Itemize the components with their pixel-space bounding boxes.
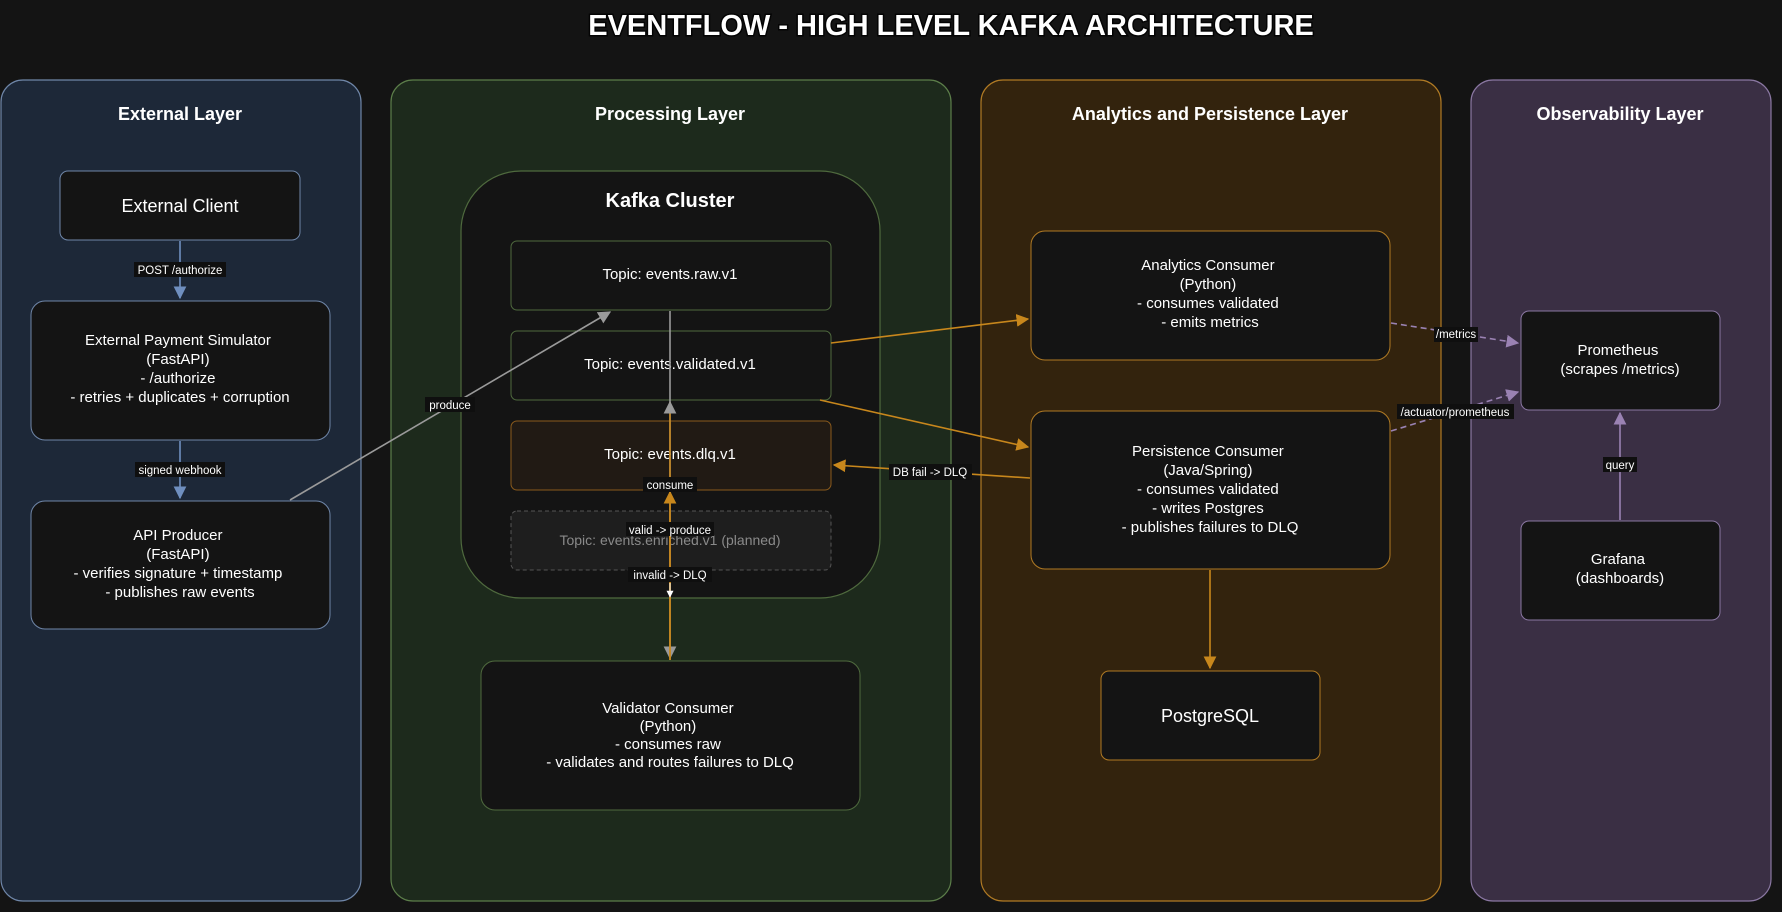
analytics-consumer-node: Analytics Consumer (Python) - consumes v… (1030, 230, 1391, 361)
prometheus-line: Prometheus (1577, 342, 1658, 359)
svg-text:Validator Consumer (Pyth: Validator Consumer (Python) - consumes r… (546, 700, 794, 771)
edge-validated-to-persistence (819, 399, 1030, 451)
edge-label-metrics: /metrics (1434, 327, 1478, 342)
persistence-consumer-line: - writes Postgres (1152, 500, 1264, 517)
edge-label-db-fail-dlq: DB fail -> DLQ (889, 464, 972, 480)
payment-simulator-line: (FastAPI) (146, 351, 209, 368)
persistence-consumer-line: Persistence Consumer (1132, 443, 1284, 460)
svg-text:DB fail -> DLQ: DB fail -> DLQ (893, 467, 968, 479)
persistence-consumer-line: (Java/Spring) (1163, 462, 1252, 479)
validator-consumer-line: - consumes raw (615, 736, 721, 753)
svg-text:POST /authorize: POST /authorize (138, 265, 223, 277)
external-client-node: External Client (59, 170, 301, 241)
svg-text:Analytics Consumer (Pyth: Analytics Consumer (Python) - consumes v… (1137, 257, 1283, 331)
persistence-consumer-node: Persistence Consumer (Java/Spring) - con… (1030, 410, 1391, 570)
lane-observability-title: Observability Layer (1536, 104, 1703, 124)
api-producer-line: API Producer (133, 527, 222, 544)
edge-validated-to-analytics (830, 314, 1030, 344)
validator-consumer-line: - validates and routes failures to DLQ (546, 754, 794, 771)
edge-label-query: query (1603, 457, 1637, 472)
grafana-line: Grafana (1591, 551, 1646, 568)
grafana-line: (dashboards) (1576, 570, 1664, 587)
svg-text:Persistence Consumer (Ja: Persistence Consumer (Java/Spring) - con… (1122, 443, 1299, 536)
postgresql-node: PostgreSQL (1100, 670, 1321, 761)
diagram-title: EVENTFLOW - HIGH LEVEL KAFKA ARCHITECTUR… (588, 10, 1314, 42)
payment-simulator-line: - /authorize (140, 370, 215, 387)
validator-consumer-line: (Python) (640, 718, 697, 735)
lane-processing-title: Processing Layer (595, 104, 745, 124)
svg-text:signed webhook: signed webhook (138, 465, 221, 477)
lane-observability: Observability Layer (1470, 79, 1772, 902)
svg-text:/actuator/prometheus: /actuator/prometheus (1401, 407, 1510, 419)
svg-text:API Producer (FastAPI): API Producer (FastAPI) - verifies signat… (74, 527, 287, 601)
prometheus-line: (scrapes /metrics) (1560, 361, 1679, 378)
validator-consumer-line: Validator Consumer (602, 700, 733, 717)
payment-simulator-line: External Payment Simulator (85, 332, 271, 349)
validator-consumer-node: Validator Consumer (Python) - consumes r… (480, 660, 861, 811)
svg-text:External Payment Simulator: External Payment Simulator (FastAPI) - /… (70, 332, 289, 406)
analytics-consumer-line: Analytics Consumer (1141, 257, 1274, 274)
api-producer-node: API Producer (FastAPI) - verifies signat… (30, 500, 331, 630)
topic-enriched-node: Topic: events.enriched.v1 (planned) (510, 510, 832, 571)
topic-raw-node: Topic: events.raw.v1 (510, 240, 832, 311)
external-client-label: External Client (121, 196, 238, 216)
analytics-consumer-line: - emits metrics (1161, 314, 1259, 331)
svg-text:valid -> produce: valid -> produce (629, 525, 711, 537)
svg-text:/metrics: /metrics (1436, 329, 1477, 341)
lane-analytics-title: Analytics and Persistence Layer (1072, 104, 1348, 124)
svg-text:External Client: External Client (121, 196, 238, 216)
topic-validated-node: Topic: events.validated.v1 (510, 330, 832, 401)
edge-persistence-to-prometheus (1390, 389, 1520, 432)
payment-simulator-line: - retries + duplicates + corruption (70, 389, 289, 406)
api-producer-line: - verifies signature + timestamp (74, 565, 283, 582)
kafka-cluster-title: Kafka Cluster (606, 190, 735, 212)
persistence-consumer-line: - publishes failures to DLQ (1122, 519, 1299, 536)
topic-raw-label: Topic: events.raw.v1 (602, 266, 737, 283)
grafana-node: Grafana (dashboards) (1520, 520, 1721, 621)
payment-simulator-node: External Payment Simulator (FastAPI) - /… (30, 300, 331, 441)
svg-text:invalid -> DLQ: invalid -> DLQ (633, 570, 706, 582)
svg-text:produce: produce (429, 400, 471, 412)
api-producer-line: (FastAPI) (146, 546, 209, 563)
svg-text:Prometheus (scrapes /met: Prometheus (scrapes /metrics) (1560, 342, 1679, 378)
analytics-consumer-line: (Python) (1180, 276, 1237, 293)
edge-label-actuator-prometheus: /actuator/prometheus (1397, 404, 1514, 419)
api-producer-line: - publishes raw events (105, 584, 254, 601)
svg-text:query: query (1606, 460, 1635, 472)
edge-label-produce: produce (425, 397, 475, 412)
edge-label-signed-webhook: signed webhook (135, 462, 225, 477)
svg-text:Grafana (dashboards): Grafana (dashboards) (1576, 551, 1664, 587)
svg-text:PostgreSQL: PostgreSQL (1161, 706, 1259, 726)
edge-label-invalid-dlq: invalid -> DLQ (628, 567, 712, 582)
edge-label-valid-produce: valid -> produce (626, 522, 714, 537)
svg-text:Topic: events.raw.v1: Topic: events.raw.v1 (602, 266, 737, 283)
edge-label-post-authorize: POST /authorize (134, 262, 226, 277)
prometheus-node: Prometheus (scrapes /metrics) (1520, 310, 1721, 411)
persistence-consumer-line: - consumes validated (1137, 481, 1279, 498)
svg-text:consume: consume (647, 480, 694, 492)
analytics-consumer-line: - consumes validated (1137, 295, 1279, 312)
edge-label-consume: consume (643, 477, 697, 492)
lane-external-title: External Layer (118, 104, 242, 124)
postgresql-label: PostgreSQL (1161, 706, 1259, 726)
